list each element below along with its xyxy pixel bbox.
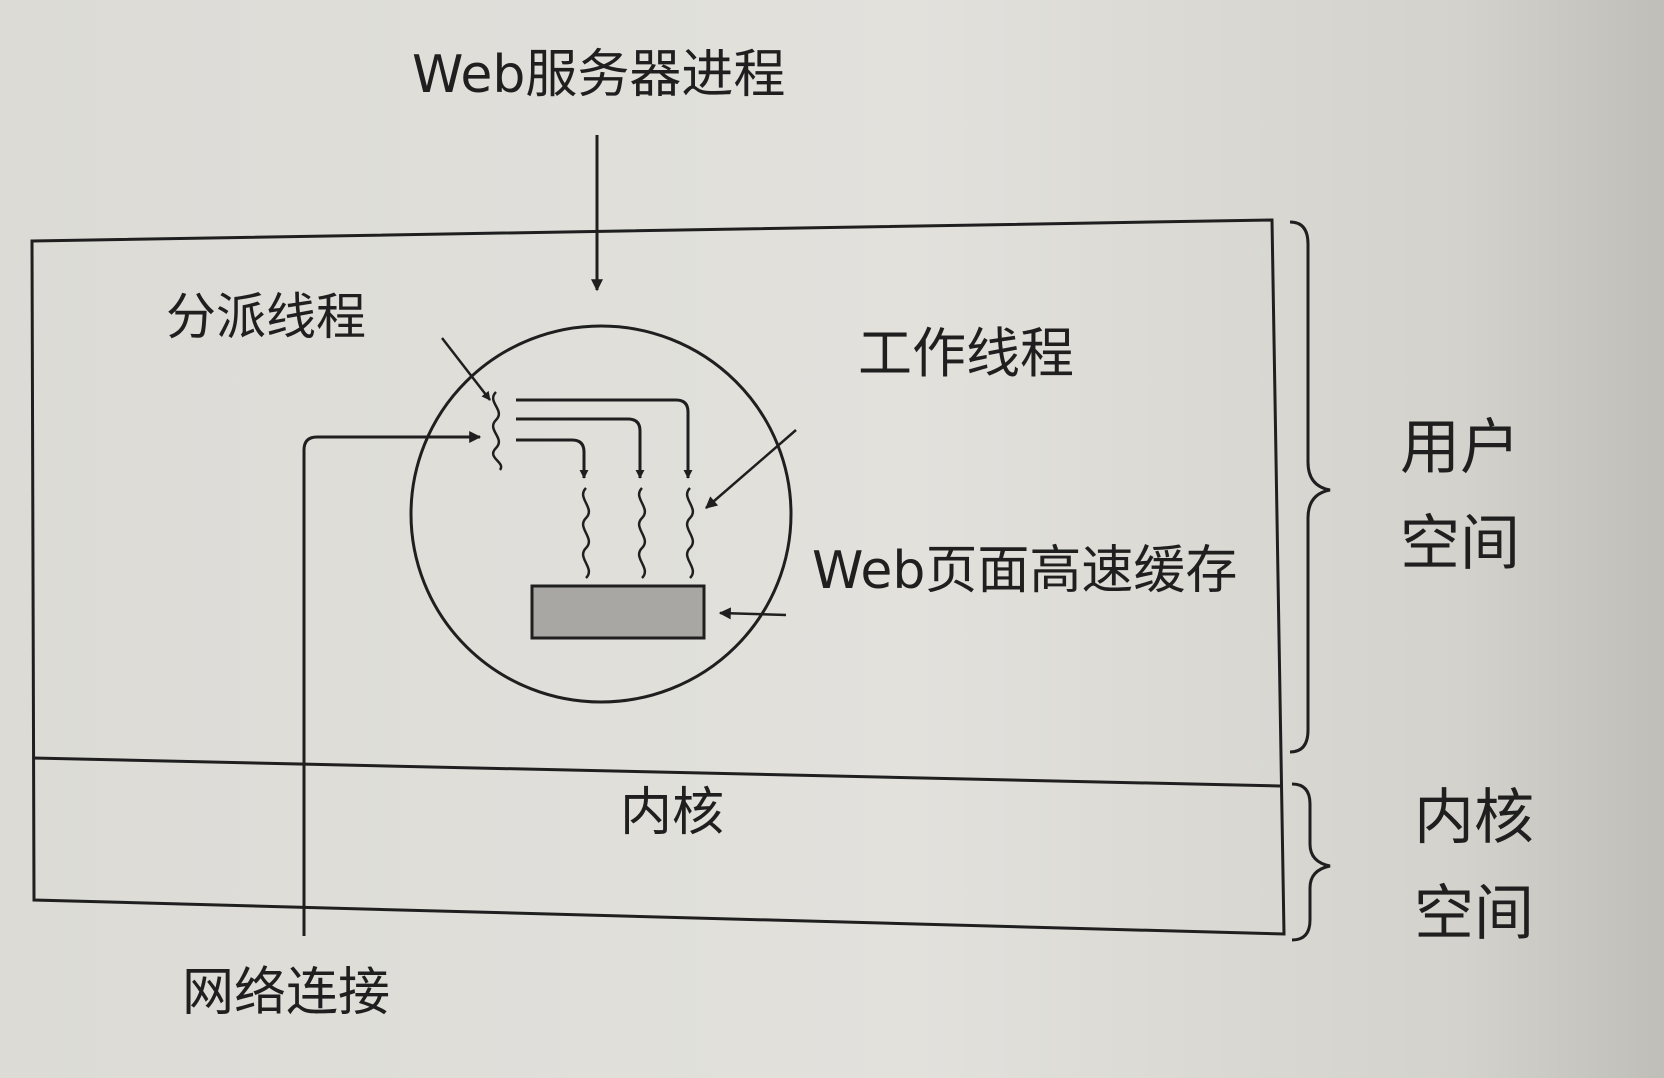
worker-thread-pointer [705,429,797,509]
kernel-divider [32,756,1281,788]
dispatcher-thread-label: 分派线程 [166,288,366,346]
outer-box [30,218,1286,936]
web-server-process-circle [409,324,793,704]
worker-thread-wave-1 [581,487,591,579]
network-connection-line [302,431,482,936]
kernel-label: 内核 [620,783,724,843]
dispatch-arrow-3 [516,398,693,479]
worker-thread-label: 工作线程 [858,322,1074,385]
dispatcher-thread-wave [491,391,503,471]
user-space-label-line2: 空间 [1400,509,1520,579]
network-connection-label: 网络连接 [182,963,390,1023]
web-page-cache-label: Web页面高速缓存 [812,541,1237,601]
dispatch-arrow-1 [516,438,589,479]
kernel-space-label-line2: 空间 [1414,879,1534,949]
worker-thread-wave-2 [637,487,647,579]
web-page-cache-block [530,584,706,640]
dispatcher-pointer [441,337,491,401]
web-server-process-label: Web服务器进程 [412,45,785,105]
worker-thread-wave-3 [685,487,695,579]
cache-pointer [718,607,787,620]
kernel-space-brace [1291,782,1331,942]
user-space-label-line1: 用户 [1400,413,1520,483]
user-space-brace [1289,220,1331,754]
kernel-space-label-line1: 内核 [1414,783,1534,853]
dispatch-arrow-2 [516,417,645,479]
